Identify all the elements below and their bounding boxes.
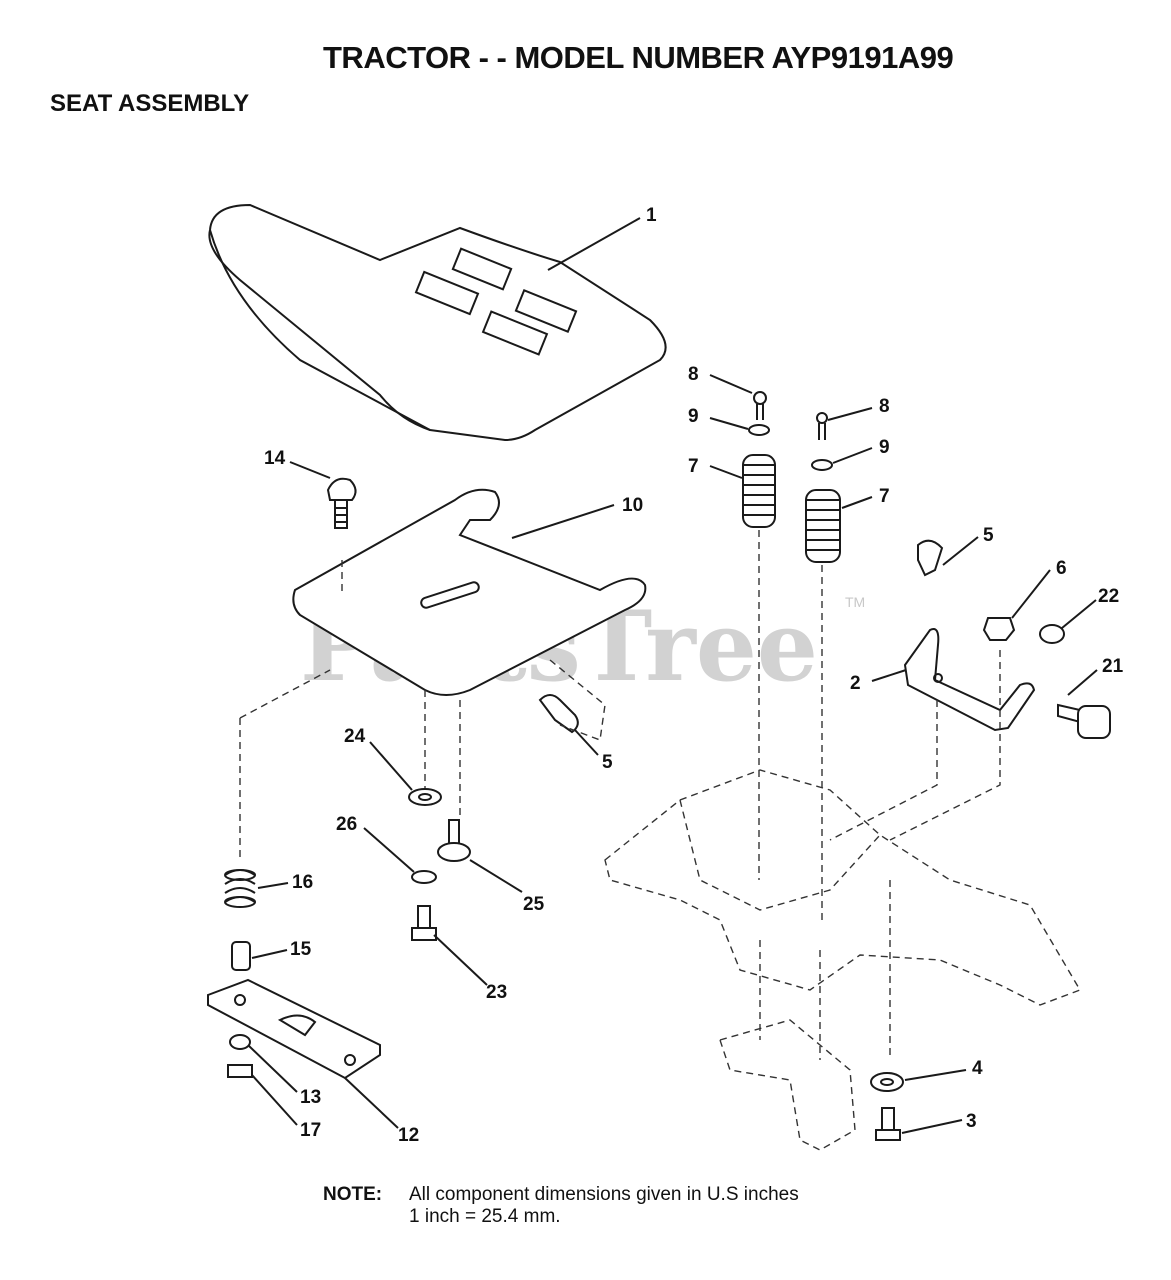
bracket-part-2 [903,628,1036,732]
clip-part-5-right [917,539,944,577]
callout-8-right: 8 [879,396,890,417]
washer-part-9-right [811,459,833,471]
note-line-1: All component dimensions given in U.S in… [409,1184,799,1205]
carriage-bolt-part-14 [326,477,357,529]
callout-17: 17 [300,1120,321,1141]
page-title: TRACTOR - - MODEL NUMBER AYP9191A99 [323,40,954,75]
callout-13: 13 [300,1087,321,1108]
callout-22: 22 [1098,586,1119,607]
nut-part-6 [982,617,1016,641]
knob-part-21 [1057,703,1111,739]
note-line-2: 1 inch = 25.4 mm. [409,1206,561,1227]
bolt-part-25 [437,819,471,862]
tractor-frame-reference [604,650,1082,1151]
nut-part-22 [1039,624,1065,644]
spring-part-7-right [805,489,841,563]
bolt-part-3 [875,1107,901,1141]
callout-12: 12 [398,1125,419,1146]
callout-23: 23 [486,982,507,1003]
callout-8-left: 8 [688,364,699,385]
callout-1: 1 [646,205,657,226]
nut-part-13 [229,1034,251,1050]
callout-21: 21 [1102,656,1124,677]
bolt-part-8-right [816,412,828,440]
callout-7-left: 7 [688,456,699,477]
callout-2: 2 [850,673,861,694]
bolt-part-23 [411,905,437,941]
callout-15: 15 [290,939,312,960]
bracket-part-12 [207,978,381,1080]
washer-part-9-left [748,424,770,436]
callout-5-right: 5 [983,525,994,546]
callout-6: 6 [1056,558,1067,579]
washer-part-24 [408,788,442,806]
spacer-part-15 [231,941,251,971]
note-label: NOTE: [323,1184,383,1205]
callout-3: 3 [966,1111,977,1132]
bolt-part-8-left [753,391,767,420]
section-title: SEAT ASSEMBLY [50,90,250,117]
callout-16: 16 [292,872,313,893]
watermark-tm: TM [845,594,865,610]
clip-part-5-left [538,659,606,741]
callout-10: 10 [622,495,643,516]
spring-part-16 [224,869,256,908]
callout-24: 24 [344,726,366,747]
spring-part-7-left [742,454,776,528]
callout-9-right: 9 [879,437,890,458]
seat-part-1 [208,203,667,442]
callout-14: 14 [264,448,286,469]
dimension-note: NOTE: All component dimensions given in U… [323,1184,799,1228]
callout-7-right: 7 [879,486,890,507]
washer-part-4 [870,1072,904,1092]
callout-4: 4 [972,1058,983,1079]
callout-25: 25 [523,894,545,915]
callout-9-left: 9 [688,406,699,427]
callout-26: 26 [336,814,357,835]
washer-part-26 [411,870,437,884]
callout-5-left: 5 [602,752,613,773]
nut-part-17 [227,1064,253,1078]
